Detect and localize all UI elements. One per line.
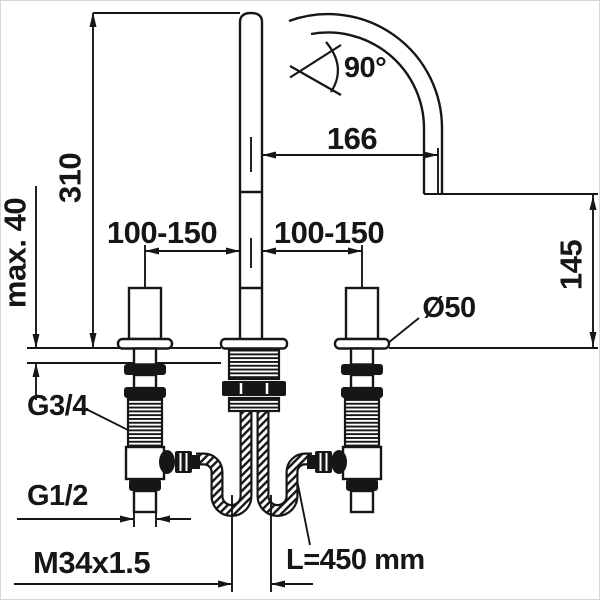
dim-spacing-left — [144, 245, 240, 287]
hose-length-label: L=450 mm — [286, 544, 425, 576]
center-shank — [219, 337, 289, 413]
right-flange — [333, 337, 391, 350]
dim-spacing-right-label: 100-150 — [274, 215, 384, 250]
left-thread-g34 — [126, 396, 164, 449]
swivel-angle-label: 90° — [344, 52, 386, 84]
dim-inlet-thread — [17, 515, 191, 523]
dim-spacing-left-label: 100-150 — [107, 215, 217, 250]
dim-spacing-right — [262, 245, 363, 287]
spout-column — [238, 11, 264, 339]
leader-diameter — [387, 317, 420, 344]
left-valve — [116, 286, 200, 514]
thread-bottom-label: G1/2 — [27, 480, 88, 512]
dim-total-height-label: 310 — [53, 153, 88, 203]
thread-top-label: G3/4 — [27, 390, 88, 422]
left-inlet-g12 — [132, 489, 158, 514]
dim-deck-max-label: max. 40 — [0, 198, 33, 308]
left-handle-body — [127, 286, 163, 341]
swivel-angle-symbol — [289, 41, 342, 96]
dim-total-height — [89, 12, 240, 348]
shank-thread-label: M34x1.5 — [33, 545, 150, 580]
left-flange — [116, 337, 174, 350]
right-valve — [307, 286, 391, 514]
labels: 310 max. 40 100-150 100-150 166 90° 145 … — [0, 52, 589, 580]
shank-hex-nut — [222, 381, 286, 396]
dim-outlet-height-label: 145 — [554, 240, 589, 290]
hose-left — [196, 408, 253, 517]
center-flange — [219, 337, 289, 350]
right-handle-body — [344, 286, 380, 341]
left-hose-nut — [175, 451, 192, 473]
axis-ticks — [133, 137, 272, 592]
right-thread-g34 — [343, 396, 381, 449]
spout-side-view — [288, 12, 444, 194]
dim-reach — [262, 148, 439, 194]
right-inlet-g12 — [349, 489, 375, 514]
flange-diameter-label: Ø50 — [422, 292, 475, 324]
dim-shank-thread — [14, 580, 313, 588]
dim-outlet-height — [424, 193, 598, 348]
dim-reach-label: 166 — [327, 121, 377, 156]
deck-lines — [27, 347, 598, 364]
right-hose-nut — [315, 451, 332, 473]
dim-deck-thickness — [32, 186, 40, 400]
hose-right — [256, 408, 312, 517]
flex-hoses — [196, 408, 312, 517]
dimension-lines — [14, 12, 598, 588]
